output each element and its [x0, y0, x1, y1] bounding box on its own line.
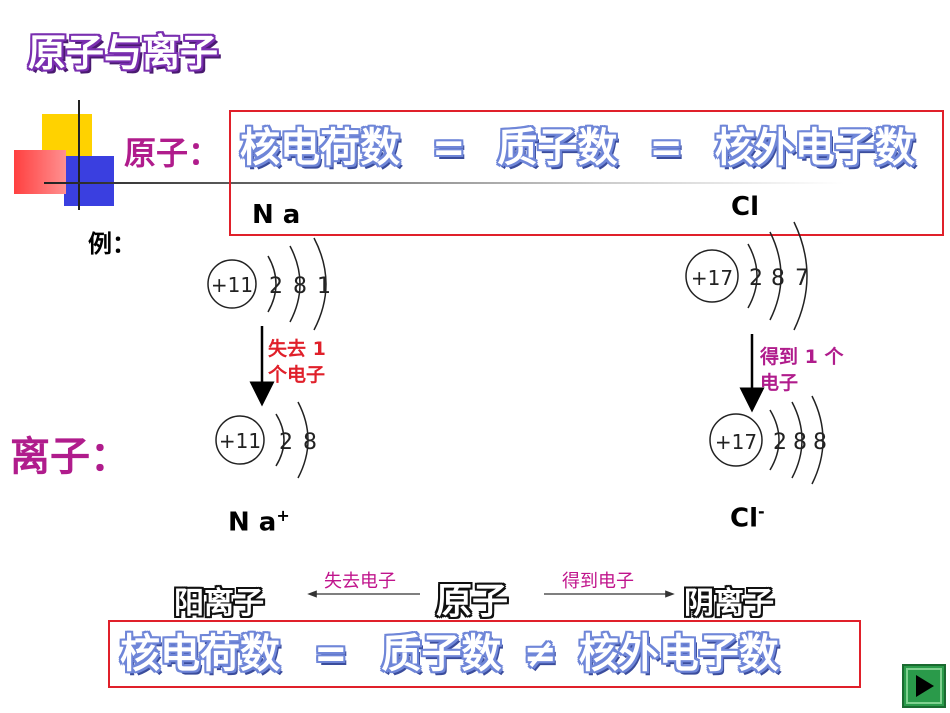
atom-equation-box	[229, 110, 944, 236]
not-equal-sign: ≠	[523, 631, 557, 677]
na-ion-shell-2: 8	[303, 430, 317, 455]
na-atom-shell-1: 2	[269, 274, 283, 299]
cl-ion-shell-3: 8	[813, 430, 827, 455]
cl-ion-diagram: +17 2 8 8	[709, 395, 827, 485]
atom-center-label: 原子	[436, 581, 509, 622]
na-ion-charge: +	[276, 506, 290, 525]
ion-label: 离子：	[10, 434, 130, 480]
cl-ion-shell-2: 8	[793, 430, 807, 455]
cl-ion-symbol: Cl-	[730, 502, 765, 534]
ion-equation-box	[108, 620, 861, 688]
cl-ion-symbol-text: Cl	[730, 503, 758, 534]
na-atom-shell-3: 1	[317, 274, 331, 299]
play-next-icon	[906, 668, 942, 704]
cl-ion-nucleus: +17	[715, 430, 757, 454]
na-atom-symbol: N a	[246, 200, 307, 230]
atom-equation: 核电荷数 = 质子数 = 核外电子数	[240, 122, 935, 174]
atom-label: 原子：	[124, 134, 221, 172]
equals-sign: =	[313, 631, 348, 677]
cl-process-line-2: 电子	[760, 372, 799, 394]
na-ion-nucleus: +11	[219, 429, 261, 453]
next-slide-button[interactable]	[902, 664, 946, 708]
na-atom-diagram: +11 2 8 1	[207, 237, 331, 331]
equals-sign: =	[431, 125, 466, 171]
electron-count-term: 核外电子数	[578, 631, 779, 677]
na-atom-nucleus: +11	[211, 273, 253, 297]
proton-count-term: 质子数	[497, 125, 618, 171]
cl-atom-shell-2: 8	[771, 266, 785, 291]
na-ion-symbol-text: N a	[228, 507, 277, 538]
cl-atom-shell-3: 7	[795, 266, 809, 291]
ion-equation: 核电荷数 = 质子数 ≠ 核外电子数	[120, 628, 779, 680]
cl-atom-diagram: +17 2 8 7	[685, 221, 809, 331]
cation-label: 阳离子	[174, 586, 264, 621]
decorative-squares	[14, 100, 844, 210]
cl-ion-shell-1: 2	[773, 430, 787, 455]
nuclear-charge-term: 核电荷数	[240, 125, 400, 171]
cl-process-text: 得到 1 个 电子	[760, 344, 843, 396]
na-atom-shell-2: 8	[293, 274, 307, 299]
na-process-line-1: 失去 1	[268, 338, 326, 360]
anion-label: 阴离子	[684, 586, 774, 621]
na-ion-diagram: +11 2 8	[215, 401, 317, 479]
example-label: 例：	[88, 230, 136, 258]
lose-electron-label: 失去电子	[324, 571, 396, 592]
na-ion-shell-1: 2	[279, 430, 293, 455]
cl-atom-nucleus: +17	[691, 266, 733, 290]
gain-electron-label: 得到电子	[562, 571, 634, 592]
cl-atom-shell-1: 2	[749, 266, 763, 291]
cl-atom-symbol: Cl	[731, 192, 759, 222]
nuclear-charge-term: 核电荷数	[120, 631, 280, 677]
proton-count-term: 质子数	[381, 631, 502, 677]
cl-ion-charge: -	[758, 502, 765, 521]
na-process-text: 失去 1 个电子	[268, 336, 326, 388]
cl-process-line-1: 得到 1 个	[760, 346, 844, 368]
na-process-line-2: 个电子	[268, 364, 326, 386]
electron-count-term: 核外电子数	[714, 125, 915, 171]
page-title: 原子与离子	[28, 31, 219, 75]
equals-sign: =	[649, 125, 683, 171]
na-ion-symbol: N a+	[228, 506, 290, 538]
